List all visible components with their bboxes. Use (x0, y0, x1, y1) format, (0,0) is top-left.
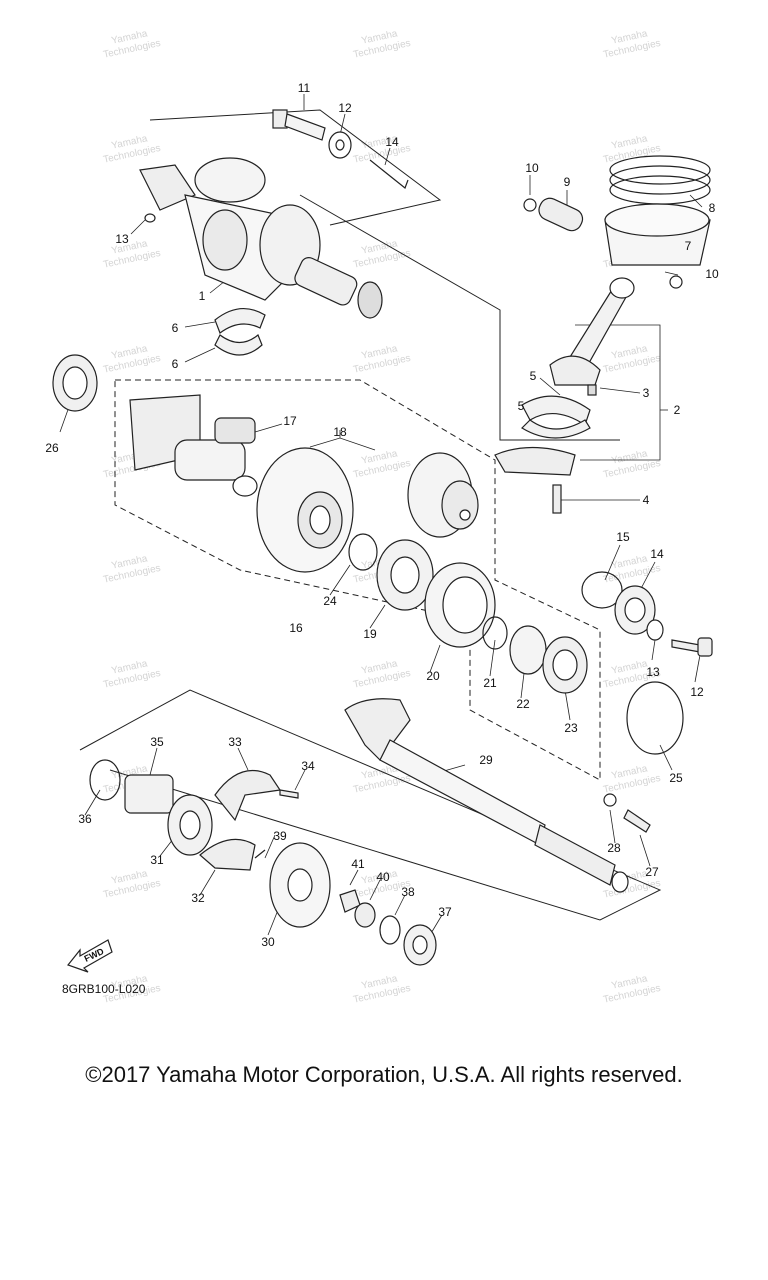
clip-10b (669, 275, 683, 289)
callout-6a: 6 (172, 321, 179, 335)
bearing-5a (521, 395, 591, 426)
weight-20 (214, 417, 256, 444)
bearing-6a (214, 308, 266, 334)
callout-9: 9 (564, 175, 571, 189)
fwd-arrow: FWD (67, 939, 113, 973)
ring-27 (348, 533, 378, 571)
callout-12: 12 (338, 101, 352, 115)
callout-22: 19 (363, 627, 377, 641)
callout-43: 40 (376, 870, 390, 884)
parts-artwork (52, 109, 713, 966)
callout-23: 20 (426, 669, 440, 683)
callout-42: 39 (273, 829, 287, 843)
collar-25 (509, 625, 547, 675)
ring-24 (482, 616, 508, 650)
callout-6b: 6 (172, 357, 179, 371)
callout-38: 35 (150, 735, 164, 749)
clip-39 (89, 759, 121, 801)
callout-37: 34 (301, 759, 315, 773)
clip-10a (523, 198, 537, 212)
bolt-11 (272, 109, 326, 141)
pin-14 (369, 159, 409, 189)
callout-16: 13 (646, 665, 660, 679)
callout-15: 12 (690, 685, 704, 699)
callout-30: 27 (645, 865, 659, 879)
callout-19: 16 (289, 621, 303, 635)
diagram-code: 8GRB100-L020 (62, 982, 146, 996)
shaft-32 (344, 698, 629, 893)
callout-28: 25 (669, 771, 683, 785)
callout-10b: 10 (705, 267, 719, 281)
plate-36 (214, 769, 282, 822)
rod-cap (494, 446, 576, 476)
gear-19 (256, 447, 354, 573)
bolt-15 (671, 639, 701, 653)
callout-40: 37 (438, 905, 452, 919)
callout-8: 8 (709, 201, 716, 215)
callout-2: 2 (674, 403, 681, 417)
callout-20: 17 (283, 414, 297, 428)
callout-29: 26 (45, 441, 59, 455)
callout-31: 28 (607, 841, 621, 855)
callout-34: 31 (150, 853, 164, 867)
callout-7: 7 (685, 239, 692, 253)
callout-44: 41 (351, 857, 365, 871)
crankshaft (139, 157, 383, 319)
callout-1: 1 (199, 289, 206, 303)
callout-35: 32 (191, 891, 205, 905)
callout-14: 14 (385, 135, 399, 149)
callout-36: 33 (228, 735, 242, 749)
bearing-5b (521, 419, 591, 439)
callout-41: 38 (401, 885, 415, 899)
bearing-38 (124, 774, 174, 814)
nut-43 (354, 902, 376, 928)
callout-3: 3 (643, 386, 650, 400)
leader-lines (59, 94, 703, 936)
callout-4: 4 (643, 493, 650, 507)
piston-pin-9 (538, 197, 584, 232)
oring-28 (626, 681, 684, 755)
ring-18 (581, 571, 623, 609)
callout-18: 15 (616, 530, 630, 544)
bolt-30 (623, 809, 651, 833)
callout-27: 24 (323, 594, 337, 608)
cam-35 (199, 838, 256, 871)
washer-31 (603, 793, 617, 807)
callout-21: 18 (333, 425, 347, 439)
pin-3 (587, 384, 597, 396)
copyright-notice: ©2017 Yamaha Motor Corporation, U.S.A. A… (85, 1062, 683, 1087)
callout-39: 36 (78, 812, 92, 826)
connecting-rod (494, 277, 635, 514)
callout-5a: 5 (530, 369, 537, 383)
group-outlines (79, 109, 662, 921)
bolt-4 (552, 484, 562, 514)
gear-drive (407, 452, 479, 538)
callout-26: 23 (564, 721, 578, 735)
parts-diagram: YamahaTechnologiesYamahaTechnologiesYama… (45, 28, 719, 1005)
callouts: 11 12 14 13 1 6 6 10 9 8 7 10 5 5 3 2 4 … (45, 81, 719, 949)
piston (523, 155, 711, 289)
bearing-6b (214, 334, 263, 356)
watermark-layer: YamahaTechnologiesYamahaTechnologiesYama… (102, 28, 661, 1005)
pin-42 (254, 849, 266, 859)
callout-10a: 10 (525, 161, 539, 175)
callout-32: 29 (479, 753, 493, 767)
callout-24: 21 (483, 676, 497, 690)
callout-33: 30 (261, 935, 275, 949)
plate-16 (646, 619, 664, 641)
callout-25: 22 (516, 697, 530, 711)
screw-37 (279, 789, 299, 799)
clip-41 (379, 915, 401, 945)
callout-11: 11 (298, 81, 311, 95)
callout-5b: 5 (518, 399, 525, 413)
balancer (129, 394, 258, 497)
callout-13: 13 (115, 232, 129, 246)
callout-17: 14 (650, 547, 664, 561)
